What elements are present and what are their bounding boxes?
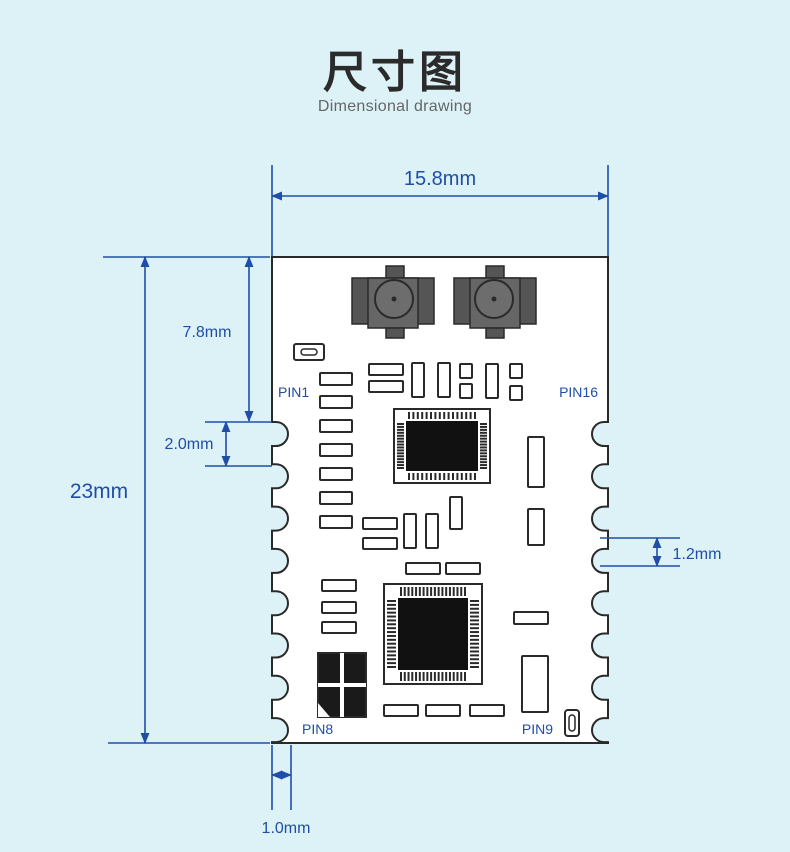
pad-width-label: 1.2mm	[673, 546, 722, 563]
pin-pitch-label: 2.0mm	[165, 436, 214, 453]
top-to-pin1-label: 7.8mm	[183, 324, 232, 341]
page-title: 尺寸图	[323, 47, 467, 98]
castellated-pad-right	[591, 463, 609, 490]
castellated-pad-left	[271, 632, 289, 659]
ic-body	[398, 598, 468, 670]
pin8-label: PIN8	[302, 721, 333, 737]
ic-chip-upper	[393, 408, 491, 484]
ic-chip-lower	[383, 583, 483, 685]
castellated-pad-right	[591, 717, 609, 744]
page-subtitle: Dimensional drawing	[317, 98, 473, 115]
castellated-pad-right	[591, 632, 609, 659]
castellated-pad-left	[271, 547, 289, 574]
pin9-label: PIN9	[522, 721, 553, 737]
antenna-connector-right	[453, 265, 537, 339]
passive-components	[293, 343, 580, 737]
castellated-pad-right	[591, 590, 609, 617]
dimension-lines	[103, 165, 680, 810]
castellated-pad-right	[591, 421, 609, 447]
castellated-pad-left	[271, 463, 289, 490]
height-label: 23mm	[70, 480, 128, 503]
pin16-label: PIN16	[559, 384, 598, 400]
led-marks	[300, 348, 576, 732]
pin1-label: PIN1	[278, 384, 309, 400]
crystal-component	[317, 652, 367, 718]
castellated-pads	[271, 421, 609, 744]
castellated-pad-left	[271, 717, 289, 744]
ic-body	[406, 421, 478, 471]
castellated-pad-right	[591, 547, 609, 574]
antenna-connector-left	[351, 265, 435, 339]
castellated-pad-right	[591, 674, 609, 701]
castellated-pad-left	[271, 505, 289, 532]
castellated-pad-left	[271, 421, 289, 447]
castellated-pad-left	[271, 674, 289, 701]
castellated-pad-right	[591, 505, 609, 532]
edge-offset-label: 1.0mm	[262, 820, 311, 837]
castellated-pad-left	[271, 590, 289, 617]
width-label: 15.8mm	[404, 168, 476, 190]
